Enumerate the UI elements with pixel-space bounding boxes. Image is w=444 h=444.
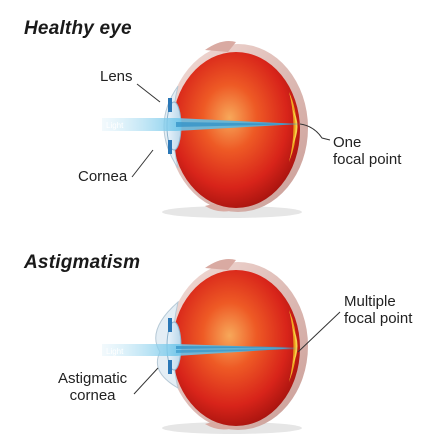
healthy-eye-title: Healthy eye: [24, 18, 132, 39]
iris-bottom: [168, 140, 172, 154]
cornea-pointer: [131, 149, 154, 178]
focal-label-line1: Multiple: [344, 293, 396, 310]
macula: [292, 108, 298, 146]
light-label: Light: [106, 347, 124, 356]
iris-bottom: [168, 360, 172, 374]
retina: [289, 92, 297, 162]
cornea-label-line2: cornea: [69, 387, 116, 404]
cornea-label-line1: Astigmatic: [58, 370, 128, 387]
cornea-pointer: [133, 367, 159, 395]
eye-muscle-top: [205, 259, 236, 270]
retina: [289, 310, 297, 382]
eye-shadow: [162, 206, 302, 218]
astigmatic-cornea-label: Astigmatic cornea: [58, 370, 127, 404]
astigmatism-title: Astigmatism: [24, 252, 141, 273]
cornea-label: Cornea: [78, 168, 128, 185]
healthy-eye: Light: [102, 41, 331, 218]
iris-top: [168, 318, 172, 332]
focal-label-line2: focal point: [344, 310, 413, 327]
astigmatic-eye: Light: [102, 259, 341, 434]
eye-muscle-top: [205, 41, 236, 52]
focal-pointer: [299, 123, 331, 141]
scattered-ray-1: [176, 346, 292, 349]
eyeball: [172, 52, 300, 208]
focal-pointer: [297, 311, 341, 353]
macula: [292, 326, 298, 366]
iris-top: [168, 98, 172, 112]
lens-label: Lens: [100, 68, 133, 85]
focused-ray: [176, 122, 300, 127]
multiple-focal-point-label: Multiple focal point: [344, 293, 412, 327]
light-label: Light: [106, 121, 124, 130]
lens-pointer: [136, 83, 161, 103]
scattered-ray-2: [176, 349, 302, 353]
focal-label-line2: focal point: [333, 151, 402, 168]
focal-label-line1: One: [333, 134, 362, 151]
one-focal-point-label: One focal point: [333, 134, 401, 168]
